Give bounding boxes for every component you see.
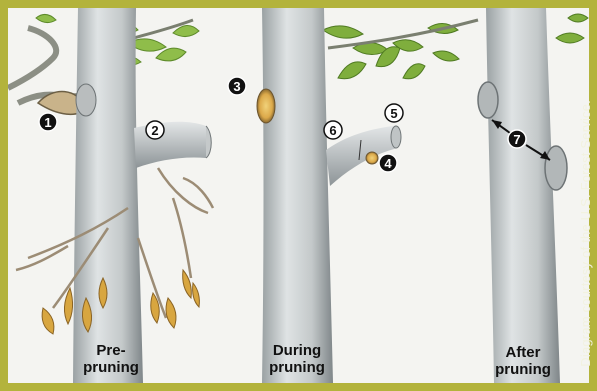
svg-text:2: 2 <box>151 123 158 138</box>
caption-after-pruning: After pruning <box>478 344 568 378</box>
marker-2: 2 <box>146 121 164 139</box>
svg-text:1: 1 <box>44 115 51 130</box>
svg-text:6: 6 <box>329 123 336 138</box>
marker-1: 1 <box>39 113 57 131</box>
tree-pre-pruning <box>8 8 213 383</box>
marker-7: 7 <box>508 130 526 148</box>
svg-text:4: 4 <box>384 156 392 171</box>
tree-after-pruning <box>478 8 588 383</box>
caption-pre-pruning-line1: Pre- <box>66 342 156 359</box>
svg-text:7: 7 <box>513 132 520 147</box>
caption-pre-pruning: Pre- pruning <box>66 342 156 376</box>
caption-after-pruning-line2: pruning <box>478 361 568 378</box>
marker-5: 5 <box>385 104 403 122</box>
caption-pre-pruning-line2: pruning <box>66 359 156 376</box>
credit-text: Diagram courtesy of the U.S. Forest Serv… <box>578 100 593 367</box>
caption-during-pruning-line2: pruning <box>252 359 342 376</box>
tree-during-pruning <box>257 8 478 383</box>
diagram-illustration: 1 2 3 4 5 6 7 <box>8 8 589 383</box>
caption-during-pruning-line1: During <box>252 342 342 359</box>
marker-6: 6 <box>324 121 342 139</box>
marker-4: 4 <box>379 154 397 172</box>
diagram-panel: 1 2 3 4 5 6 7 <box>8 8 589 383</box>
caption-after-pruning-line1: After <box>478 344 568 361</box>
svg-text:3: 3 <box>233 79 240 94</box>
svg-text:5: 5 <box>390 106 397 121</box>
caption-during-pruning: During pruning <box>252 342 342 376</box>
marker-3: 3 <box>228 77 246 95</box>
